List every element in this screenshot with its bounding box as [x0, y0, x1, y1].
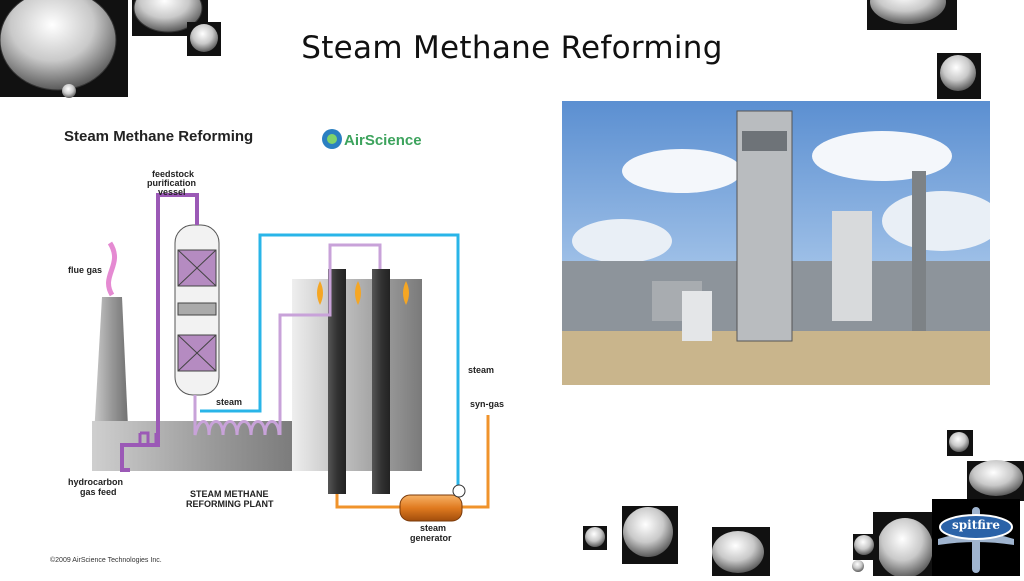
reformer-furnace: [292, 279, 422, 471]
bubble: [854, 535, 874, 555]
plant-photo: [562, 101, 990, 385]
label-syn-gas: syn-gas: [470, 399, 504, 409]
spitfire-logo-text: spitfire: [952, 518, 1000, 532]
label-steam-mid: steam: [216, 397, 242, 407]
label-gas-feed: gas feed: [80, 487, 117, 497]
plane-icon: [938, 507, 1014, 573]
diagram-copyright: ©2009 AirScience Technologies Inc.: [50, 556, 162, 564]
label-purification: purification: [147, 178, 196, 188]
bubble: [62, 84, 76, 98]
bubble: [133, 0, 203, 33]
diagram-title: Steam Methane Reforming: [64, 128, 253, 145]
steam-line: [200, 233, 460, 485]
bubble: [940, 55, 976, 91]
spitfire-logo: spitfire: [932, 499, 1020, 576]
smr-process-diagram: Steam Methane Reforming AirScience feeds…: [50, 128, 504, 564]
reformer-tube-2: [372, 269, 390, 494]
bubble: [877, 518, 933, 576]
label-generator-1: steam: [420, 523, 446, 533]
diagram-brand: AirScience: [344, 132, 422, 149]
label-flue-gas: flue gas: [68, 265, 102, 275]
burner-flame: [317, 281, 323, 305]
mixed-feed-line: [278, 243, 382, 435]
flue-smoke: [106, 241, 118, 297]
label-vessel: vessel: [158, 187, 186, 197]
bubble: [623, 507, 673, 557]
feed-line: [120, 193, 199, 472]
label-plant-2: REFORMING PLANT: [186, 499, 274, 509]
bubble: [585, 527, 605, 547]
syngas-line: [335, 415, 490, 509]
bubble: [190, 24, 218, 52]
label-feedstock: feedstock: [152, 169, 195, 179]
label-steam-top: steam: [468, 365, 494, 375]
bubble: [969, 460, 1023, 496]
bubble: [870, 0, 946, 24]
slide-title: Steam Methane Reforming: [301, 30, 723, 66]
bubble: [949, 432, 969, 452]
bubble: [0, 0, 117, 91]
label-hydrocarbon: hydrocarbon: [68, 477, 123, 487]
label-plant-1: STEAM METHANE: [190, 489, 269, 499]
steam-coil: [193, 395, 281, 436]
label-generator-2: generator: [410, 533, 452, 543]
bubble: [852, 560, 864, 572]
steam-generator: [399, 494, 463, 522]
reformer-tube-1: [328, 269, 346, 494]
burner-flame: [403, 281, 409, 305]
bubble: [712, 531, 764, 573]
burner-flame: [355, 281, 361, 305]
